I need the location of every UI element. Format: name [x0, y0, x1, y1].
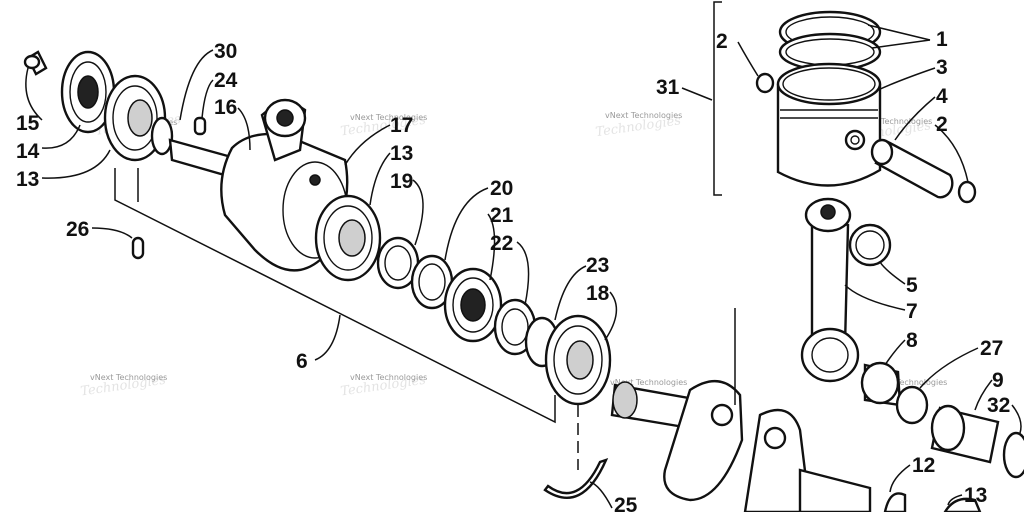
callout-17: 17	[390, 114, 413, 137]
circlip-left	[755, 72, 775, 94]
ring-32	[1002, 431, 1024, 479]
callout-1: 1	[936, 28, 948, 51]
wrist-pin	[870, 138, 954, 199]
needle-bearing-5	[848, 223, 892, 267]
main-bearing-13	[314, 194, 382, 282]
piston-group-bracket	[713, 1, 722, 196]
callout-20: 20	[490, 177, 513, 200]
callout-32: 32	[987, 394, 1010, 417]
callout-13-bottom: 13	[964, 484, 987, 507]
snap-ring-30	[150, 116, 174, 156]
callout-6: 6	[296, 350, 308, 373]
callout-31: 31	[656, 76, 680, 99]
callout-16: 16	[214, 96, 237, 119]
callouts: 30 24 16 17 15 14 13 13 19 20 21 22 23 1…	[16, 28, 1010, 512]
bearing-left	[103, 74, 167, 162]
callout-2-right: 2	[936, 113, 948, 136]
crankshaft-right	[610, 380, 872, 512]
watermark-1: vNext Technologies	[350, 113, 427, 122]
retaining-ring-25	[543, 458, 609, 499]
crank-pin-9	[930, 404, 1000, 464]
thrust-washer-27	[895, 385, 929, 425]
watermark-8: vNext Technologies	[870, 378, 947, 387]
oil-seal-21	[443, 267, 503, 343]
callout-21: 21	[490, 204, 514, 227]
callout-3: 3	[936, 56, 948, 79]
callout-25: 25	[614, 494, 638, 512]
callout-15: 15	[16, 112, 40, 135]
watermark-4: vNext Technologies	[855, 117, 932, 126]
flange-seal	[60, 50, 116, 134]
part-12	[883, 492, 907, 512]
callout-7: 7	[906, 300, 918, 323]
callout-23: 23	[586, 254, 609, 277]
callout-5: 5	[906, 274, 918, 297]
watermark-5: vNext Technologies	[90, 373, 167, 382]
watermark-3: vNext Technologies	[605, 111, 682, 120]
callout-24: 24	[214, 69, 238, 92]
needle-bearing-8	[860, 361, 902, 407]
callout-12: 12	[912, 454, 935, 477]
dowel-pin	[131, 236, 145, 260]
part-13-bottom	[943, 497, 982, 512]
callout-13-left: 13	[16, 168, 39, 191]
callout-9: 9	[992, 369, 1004, 392]
bolt	[23, 50, 48, 76]
callout-27: 27	[980, 337, 1003, 360]
callout-2-left: 2	[716, 30, 728, 53]
leader-lines	[25, 24, 1022, 509]
circlip-right	[957, 180, 977, 204]
piston-rings	[778, 10, 882, 72]
callout-30: 30	[214, 40, 237, 63]
woodruff-key	[193, 116, 207, 136]
watermark-7: vNext Technologies	[610, 378, 687, 387]
callout-18: 18	[586, 282, 610, 305]
callout-14: 14	[16, 140, 40, 163]
assembly-bracket-6	[114, 168, 736, 470]
callout-26: 26	[66, 218, 89, 241]
bearing-18	[544, 314, 612, 406]
watermark-6: vNext Technologies	[350, 373, 427, 382]
piston	[776, 62, 882, 187]
callout-22: 22	[490, 232, 513, 255]
callout-8: 8	[906, 329, 918, 352]
callout-19: 19	[390, 170, 413, 193]
callout-13-center: 13	[390, 142, 413, 165]
callout-4: 4	[936, 85, 948, 108]
connecting-rod-7	[800, 197, 860, 383]
connecting-rod-upper	[260, 98, 307, 162]
